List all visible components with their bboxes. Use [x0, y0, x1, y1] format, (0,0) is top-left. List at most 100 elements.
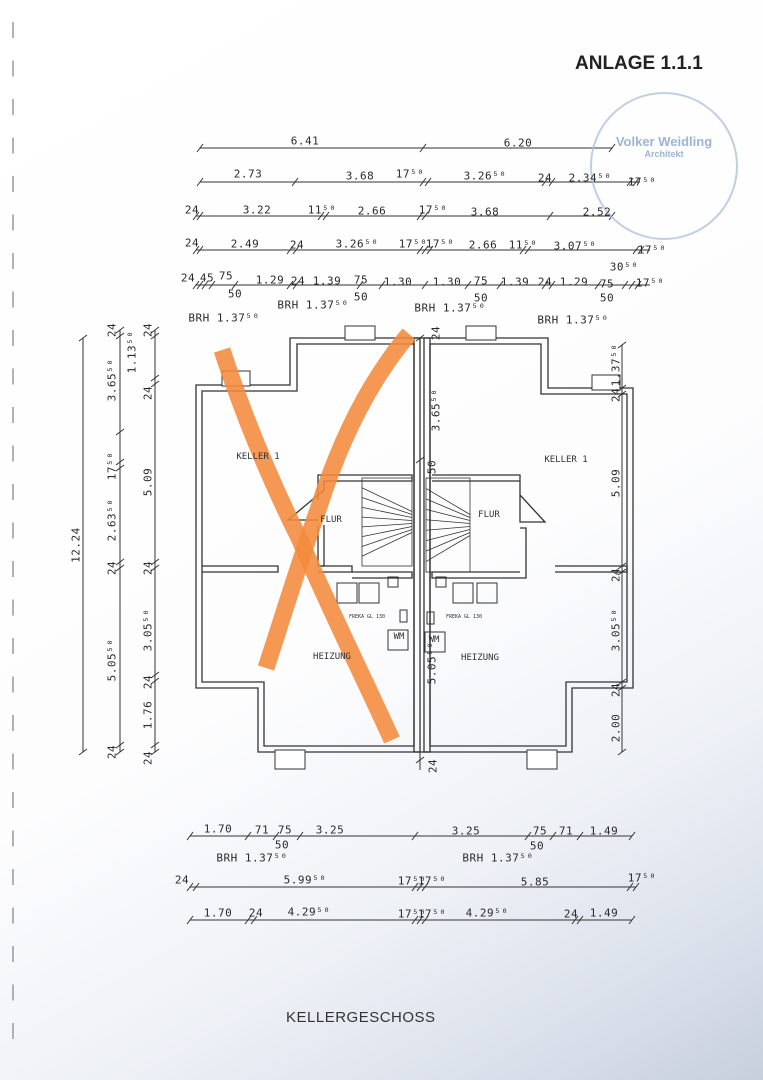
dimension-tick: [541, 177, 549, 187]
dimension-tick: [231, 280, 239, 290]
dimension-label: 1.49: [589, 824, 619, 838]
room-label-right-freka: FREKA GL 130: [445, 614, 483, 620]
dimension-label: 1.30: [432, 275, 462, 289]
washer-box: [424, 631, 446, 653]
left-flur-lower-wall: [317, 525, 325, 567]
room-label-right-heizung: HEIZUNG: [461, 653, 499, 663]
dimension-label: 5.09: [141, 467, 155, 497]
dimension-label: 24: [426, 758, 440, 774]
dimension-label: 75: [532, 824, 548, 838]
dimension-tick: [421, 915, 429, 925]
dimension-tick: [186, 915, 194, 925]
dimension-label: 24: [105, 744, 119, 760]
dimension-label: 3.05⁵⁰: [141, 608, 155, 652]
dimension-tick: [250, 915, 258, 925]
dimension-label: 2.52: [582, 205, 612, 219]
dimension-label: 17⁵⁰: [397, 874, 427, 888]
dimension-label: 11⁵⁰: [307, 203, 337, 217]
dimension-tick: [378, 280, 386, 290]
dimension-tick: [628, 915, 636, 925]
staircase: [425, 477, 471, 573]
dimension-label: 1.49: [589, 906, 619, 920]
dimension-tick: [576, 915, 584, 925]
dimension-tick: [196, 143, 204, 153]
dimension-tick: [524, 831, 532, 841]
washer-box: [387, 629, 409, 651]
dimension-label: 17⁵⁰: [398, 237, 428, 251]
dimension-tick: [519, 245, 527, 255]
dimension-label: 3.26⁵⁰: [335, 237, 379, 251]
meter: [435, 576, 447, 588]
dimension-label: 24: [429, 325, 443, 341]
socket: [399, 609, 408, 623]
stair-step: [425, 508, 471, 521]
dimension-tick: [186, 882, 194, 892]
stair-step: [361, 526, 413, 538]
stair-step: [361, 529, 413, 547]
dimension-label: 71: [558, 824, 574, 838]
dimension-label: 5.05⁵⁰: [105, 638, 119, 682]
dimension-label: 11⁵⁰: [508, 238, 538, 252]
dimension-tick: [424, 177, 432, 187]
dimension-label: 24: [105, 322, 119, 338]
room-label-left-freka: FREKA GL 130: [348, 614, 386, 620]
dimension-label: 24: [609, 682, 623, 698]
dimension-label: 24: [289, 238, 305, 252]
staircases: [361, 477, 471, 573]
dimension-label: 71: [254, 823, 270, 837]
dimension-label: 3.65⁵⁰: [105, 358, 119, 402]
dimension-tick: [192, 211, 200, 221]
dimension-label: 50: [227, 287, 243, 301]
dimension-tick: [549, 831, 557, 841]
dimension-tick: [617, 748, 627, 756]
brh-label: BRH 1.37⁵⁰: [188, 311, 260, 325]
dimension-label: 1.39: [500, 275, 530, 289]
dimension-tick: [322, 211, 330, 221]
stamp-role: Architekt: [644, 149, 684, 159]
dimension-tick: [415, 756, 425, 764]
stair-step: [361, 487, 413, 512]
dimension-tick: [628, 280, 636, 290]
dimension-tick: [201, 280, 209, 290]
left-partition-2: [318, 565, 353, 573]
dimension-tick: [416, 882, 424, 892]
right-flur-wall: [432, 474, 547, 523]
dimension-label: 24: [537, 275, 553, 289]
dimension-tick: [150, 748, 160, 756]
party-wall: [413, 337, 431, 753]
brh-label: BRH 1.37⁵⁰: [216, 851, 288, 865]
dimension-tick: [150, 671, 160, 679]
dimension-tick: [115, 458, 125, 466]
room-label-right-flur: FLUR: [478, 510, 500, 520]
dimension-tick: [621, 280, 629, 290]
dimension-label: 24: [141, 385, 155, 401]
room-label-right-wm: WM: [428, 635, 440, 645]
dimension-label: 5.85: [520, 875, 550, 889]
dimension-tick: [150, 380, 160, 388]
tank: [476, 582, 498, 604]
dimension-tick: [115, 326, 125, 334]
room-label-right-keller: KELLER 1: [544, 455, 588, 465]
dimension-tick: [421, 882, 429, 892]
dimension-tick: [115, 464, 125, 472]
dimension-label: 17⁵⁰: [105, 451, 119, 481]
dimension-label: 24: [290, 274, 306, 288]
cross-out-mark: [213, 328, 416, 744]
stair-step: [425, 529, 471, 542]
dimension-tick: [192, 882, 200, 892]
dimension-label: 1.29: [559, 275, 589, 289]
stair-step: [361, 516, 413, 521]
dimension-label: 17⁵⁰: [635, 276, 665, 290]
dimension-label: 75: [353, 273, 369, 287]
dimension-label: 24: [184, 203, 200, 217]
dimension-tick: [594, 280, 602, 290]
dimension-label: 1.37⁵⁰: [609, 343, 623, 387]
dimension-tick: [286, 245, 294, 255]
window: [591, 374, 621, 391]
brh-label: BRH 1.37⁵⁰: [462, 851, 534, 865]
stair-step: [361, 497, 413, 515]
dimension-label: 2.00: [609, 713, 623, 743]
dimension-label: 12.24: [69, 527, 83, 563]
dimension-tick: [150, 332, 160, 340]
stair-step: [425, 519, 471, 524]
